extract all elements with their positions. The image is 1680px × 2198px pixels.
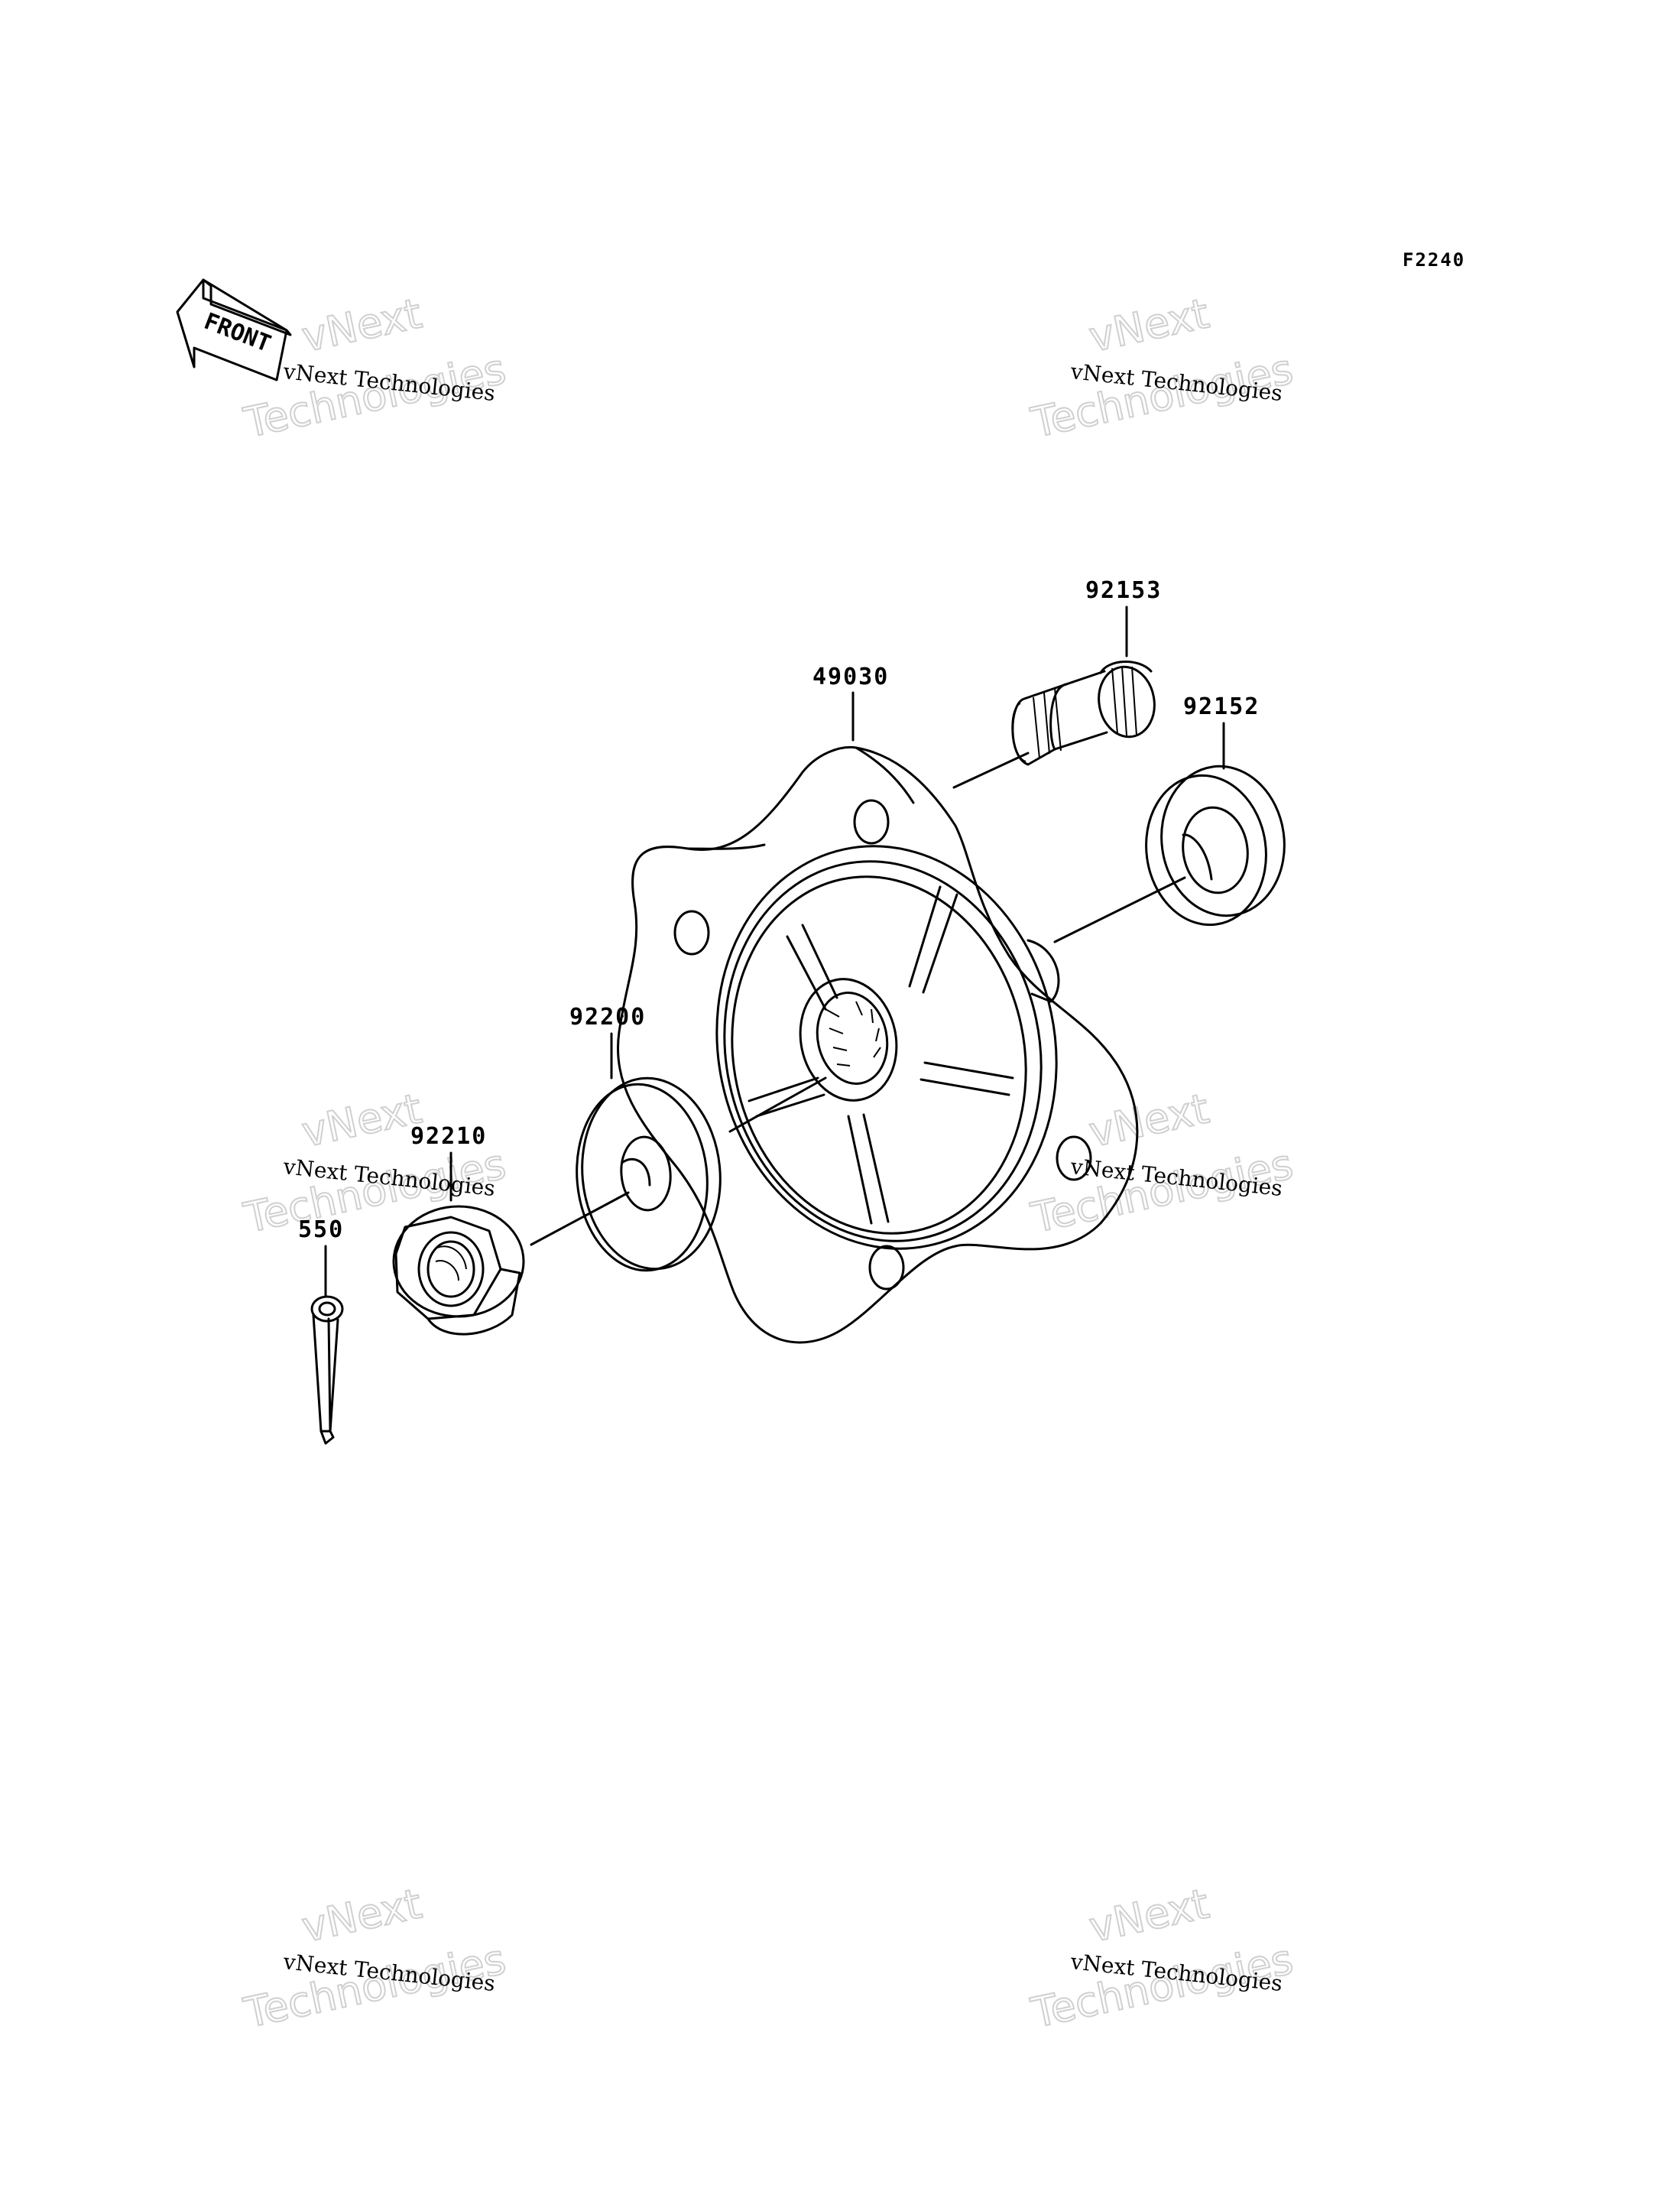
leader-lines [324, 606, 1225, 1297]
watermark-middle-left: vNext Technologies vNext Technologies [239, 1083, 511, 1243]
svg-text:vNext: vNext [298, 1084, 426, 1156]
part-label-92210: 92210 [410, 1123, 487, 1150]
cotter-pin-550 [310, 1295, 344, 1445]
svg-text:vNext: vNext [1085, 1879, 1213, 1951]
svg-text:vNext: vNext [1085, 1084, 1213, 1156]
part-label-92153: 92153 [1085, 577, 1162, 604]
part-label-92152: 92152 [1183, 693, 1260, 720]
wheel-hub-49030 [617, 745, 1139, 1344]
nut-92210 [392, 1205, 525, 1336]
watermark-bottom-left: vNext Technologies vNext Technologies [239, 1878, 511, 2038]
oil-seal-92152 [1145, 765, 1286, 927]
figure-code: F2240 [1403, 249, 1465, 271]
watermark-top-left: vNext Technologies vNext Technologies [239, 288, 511, 448]
part-label-550: 550 [298, 1216, 344, 1243]
hub-bolt-92153 [1011, 661, 1156, 766]
svg-text:vNext: vNext [298, 289, 426, 361]
washer-92200 [576, 1076, 722, 1272]
watermark-bottom-right: vNext Technologies vNext Technologies [1026, 1878, 1298, 2038]
watermark-top-right: vNext Technologies vNext Technologies [1026, 288, 1298, 448]
part-label-92200: 92200 [569, 1004, 646, 1031]
part-label-49030: 49030 [812, 664, 889, 690]
svg-text:vNext: vNext [1085, 289, 1213, 361]
front-arrow-icon: FRONT [176, 278, 292, 381]
svg-text:vNext: vNext [298, 1879, 426, 1951]
watermark-middle-right: vNext Technologies vNext Technologies [1026, 1083, 1298, 1243]
